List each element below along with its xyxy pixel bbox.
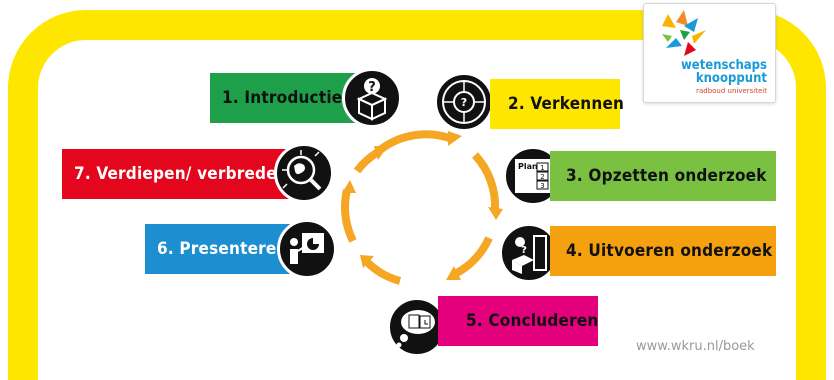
arrow-2-to-3 <box>471 152 500 211</box>
step-7-label: 7. Verdiepen/ verbreden <box>74 164 288 184</box>
svg-text:?: ? <box>461 96 467 109</box>
step-6-bar: 6. Presenteren <box>145 224 295 274</box>
step-5-bar: 5. Concluderen <box>438 296 598 346</box>
arrowhead-6 <box>374 146 388 160</box>
footer-url: www.wkru.nl/boek <box>636 339 755 354</box>
arrow-1-to-2 <box>377 130 454 154</box>
step-2-bar: 2. Verkennen <box>490 79 624 129</box>
arrowhead-2 <box>488 207 503 220</box>
plan-n1: 1 <box>540 164 544 172</box>
step-5-label: 5. Concluderen <box>466 311 599 331</box>
arrowhead-1 <box>448 131 462 146</box>
logo-line-wetenschaps: wetenschaps <box>680 58 767 73</box>
arrowhead-3 <box>446 266 461 280</box>
step-7-bar: 7. Verdiepen/ verbreden <box>62 149 290 199</box>
step-1-label: 1. Introductie <box>222 88 343 108</box>
arrow-6-to-7 <box>353 148 381 174</box>
step-2-label: 2. Verkennen <box>508 94 625 114</box>
box-question-icon: ? <box>342 68 402 128</box>
logo-line-radboud: radboud universiteit <box>696 87 767 95</box>
svg-text:?: ? <box>368 80 376 95</box>
senses-icon: ? <box>434 72 494 132</box>
step-3-label: 3. Opzetten onderzoek <box>566 166 767 186</box>
plan-n3: 3 <box>540 182 544 190</box>
presentation-icon <box>277 219 337 279</box>
step-6-label: 6. Presenteren <box>157 239 288 259</box>
arrow-4-to-5 <box>364 259 402 285</box>
globe-magnifier-icon <box>274 143 334 203</box>
wetenschapsknooppunt-logo: wetenschaps knooppunt radboud universite… <box>643 3 776 103</box>
arrowhead-5 <box>342 180 356 193</box>
step-4-label: 4. Uitvoeren onderzoek <box>566 241 773 261</box>
logo-line-knooppunt: knooppunt <box>695 71 767 86</box>
plan-n2: 2 <box>540 173 544 181</box>
step-3-bar: 3. Opzetten onderzoek <box>550 151 776 201</box>
arrow-5-to-6 <box>341 189 357 243</box>
svg-text:?: ? <box>521 245 527 256</box>
star-logo-icon <box>662 10 706 56</box>
arrow-3-to-4 <box>453 236 493 278</box>
arrowhead-4 <box>360 255 374 268</box>
step-4-bar: 4. Uitvoeren onderzoek <box>550 226 776 276</box>
plan-text: Plan <box>518 162 538 171</box>
experiment-icon: ? <box>499 223 559 283</box>
